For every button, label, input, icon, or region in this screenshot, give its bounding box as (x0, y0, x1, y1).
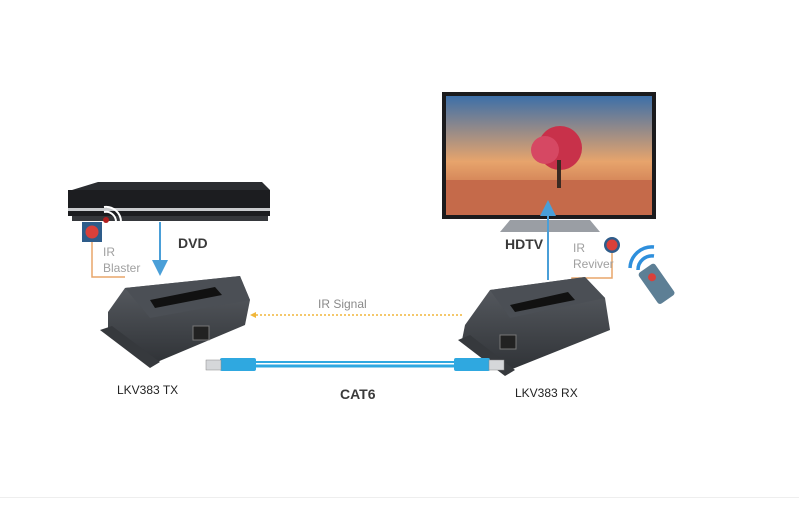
ir-blaster-cable (91, 242, 125, 278)
hdtv-icon (442, 92, 656, 232)
hdtv-label: HDTV (505, 236, 544, 252)
lkv383-tx-device (100, 276, 250, 368)
ir-blaster-label-line2: Blaster (103, 261, 140, 275)
rx-label: LKV383 RX (515, 386, 578, 400)
ir-emitter-icon (103, 205, 123, 223)
ir-reviver-label-line2: Reviver (573, 257, 614, 271)
remote-control-icon (628, 245, 675, 304)
ir-blaster-label-line1: IR (103, 245, 115, 259)
dvd-label: DVD (178, 235, 208, 251)
cat6-cable (205, 358, 505, 371)
cat6-label: CAT6 (340, 386, 376, 402)
tx-label: LKV383 TX (117, 383, 178, 397)
lkv383-rx-device (458, 277, 610, 376)
divider (0, 497, 799, 498)
ir-reviver-label-line1: IR (573, 241, 585, 255)
ir-signal-label: IR Signal (318, 297, 367, 311)
ir-blaster-icon (82, 222, 102, 242)
dvd-player-icon (68, 182, 270, 221)
